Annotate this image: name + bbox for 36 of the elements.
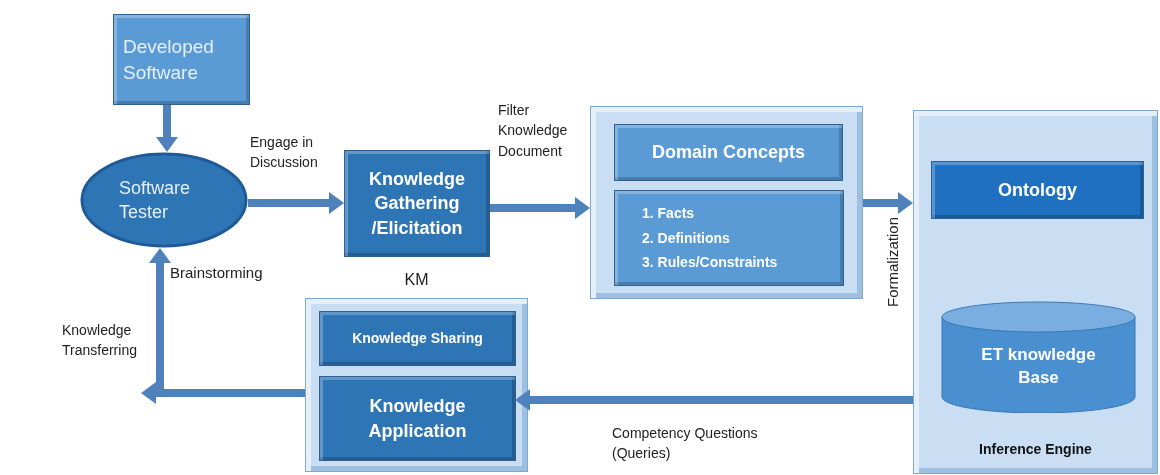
group-panel <box>590 106 863 299</box>
node-label: ET knowledge Base <box>980 344 1097 389</box>
database-cylinder <box>941 301 1136 413</box>
edge-label: Knowledge Transferring <box>62 321 138 361</box>
process-box <box>344 150 490 257</box>
edge-label: Engage in Discussion <box>250 133 319 173</box>
node-label: Knowledge Application <box>367 395 468 443</box>
process-box <box>113 14 250 105</box>
arrow <box>863 192 913 214</box>
edge-label: Competency Questions (Queries) <box>612 424 759 464</box>
arrow <box>156 105 178 152</box>
node-label: Knowledge Sharing <box>352 329 483 348</box>
arrow <box>248 192 344 214</box>
edge-label: Formalization <box>883 217 903 307</box>
list-box <box>614 190 844 286</box>
concept-box <box>931 161 1144 219</box>
list-item: 3. Rules/Constraints <box>642 253 778 273</box>
concept-box <box>614 124 843 181</box>
node-label: Developed Software <box>123 34 215 85</box>
edge-label: Filter Knowledge Document <box>498 101 569 161</box>
node-label: Ontology <box>998 178 1077 202</box>
arrow <box>490 197 590 219</box>
arrow <box>141 248 305 404</box>
process-box <box>319 376 516 461</box>
panel-heading: KM <box>404 270 429 290</box>
process-box <box>319 311 516 366</box>
list-item: 2. Definitions <box>642 228 730 248</box>
node-label: Software Tester <box>119 176 192 224</box>
panel-heading: Inference Engine <box>979 440 1092 459</box>
tester-ellipse <box>80 152 248 248</box>
note-label: Brainstorming <box>170 263 263 283</box>
node-label: Knowledge Gathering /Elicitation <box>368 168 466 240</box>
group-panel <box>913 110 1158 474</box>
list-item: 1. Facts <box>642 204 695 224</box>
node-label: Domain Concepts <box>652 141 805 165</box>
arrow <box>515 389 913 411</box>
